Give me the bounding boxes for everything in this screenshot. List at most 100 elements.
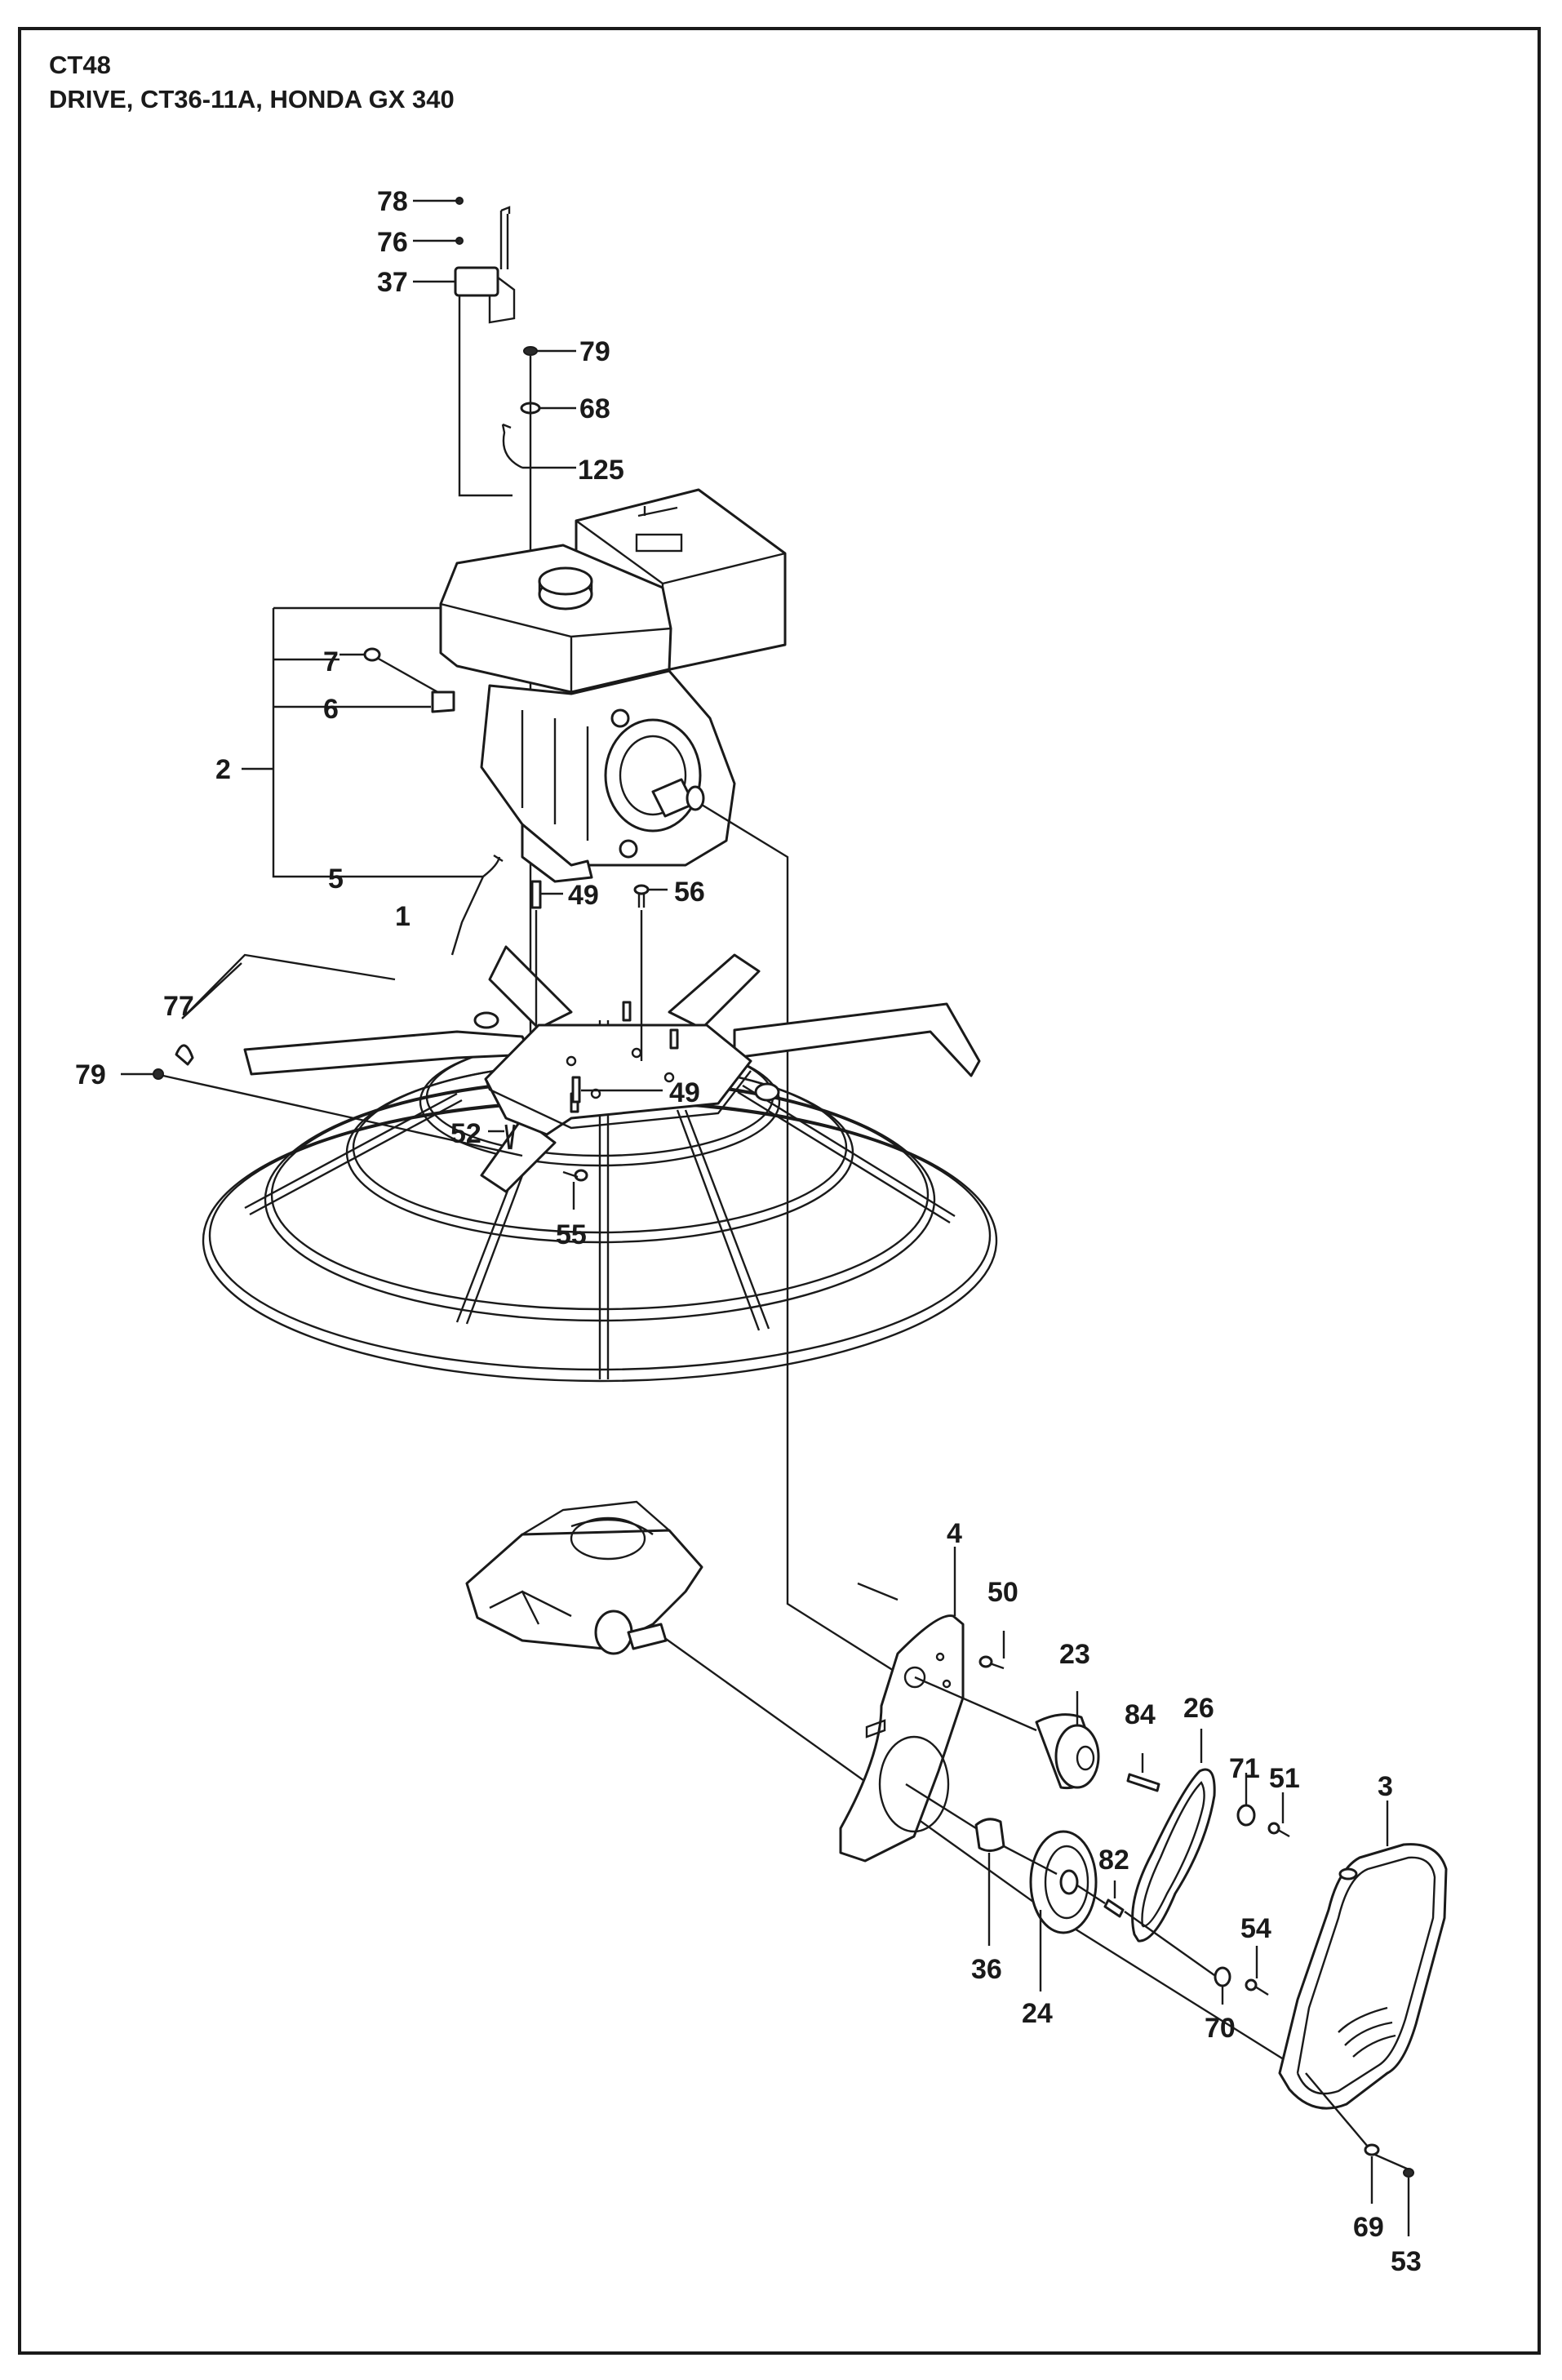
cable-125-part	[501, 423, 523, 469]
washer-70-part	[1214, 1966, 1231, 1987]
gearbox-opening	[570, 1516, 646, 1561]
airfilter-clip	[635, 533, 683, 553]
nut-79-lower-part	[153, 1068, 164, 1080]
key-82-part	[1103, 1898, 1125, 1918]
callout-79-top: 79	[579, 336, 610, 367]
engine-flange-inner	[619, 735, 687, 816]
cover-emblem	[1338, 1867, 1358, 1880]
leaders-71-51	[1245, 1773, 1285, 1823]
engine-bolt-a	[610, 708, 630, 728]
switch-assembly	[413, 197, 516, 497]
arm-left	[243, 1030, 532, 1076]
cage-hardware	[121, 880, 668, 1210]
callout-7: 7	[323, 646, 339, 677]
pin-b	[669, 1028, 679, 1050]
spider-plate-part	[484, 1023, 752, 1136]
leader-4	[857, 1547, 956, 1616]
callout-82: 82	[1098, 1845, 1129, 1876]
airfilter-latch	[637, 506, 678, 517]
pin-49-upper-part	[530, 880, 542, 909]
spider-plate-edge	[484, 1070, 752, 1130]
key-84-part	[1126, 1773, 1160, 1792]
engine-bolt-b	[619, 839, 638, 859]
callout-5: 5	[328, 864, 344, 895]
washer-71-part	[1236, 1804, 1256, 1827]
callout-49-upper: 49	[568, 880, 599, 911]
callout-4: 4	[947, 1518, 962, 1549]
cover-vents	[1338, 2006, 1396, 2058]
callout-24: 24	[1022, 1998, 1053, 2029]
bolt-50-leader	[989, 1631, 1005, 1670]
callout-36: 36	[971, 1954, 1002, 1985]
callout-71: 71	[1229, 1753, 1260, 1784]
engine-fuel-tank-part	[439, 544, 672, 694]
callout-1: 1	[395, 901, 410, 932]
callout-2: 2	[215, 754, 231, 785]
bolt-51-shaft	[1277, 1828, 1290, 1838]
belt-cover	[1278, 1801, 1448, 2236]
plate-slot	[865, 1719, 886, 1738]
bolt-7-shaft	[376, 656, 442, 695]
callout-3: 3	[1378, 1771, 1393, 1802]
clip-77-part	[175, 1044, 194, 1066]
leader-82	[1076, 1880, 1116, 1905]
nut-79-part	[523, 346, 538, 356]
callout-51: 51	[1269, 1763, 1300, 1794]
bolt-51-head	[1267, 1822, 1280, 1835]
switch-bracket-part	[488, 277, 516, 324]
fuel-tank-edges	[440, 602, 672, 692]
spoke-front-right	[676, 1109, 770, 1331]
callout-70: 70	[1205, 2013, 1236, 2044]
gearbox	[465, 1500, 1307, 2075]
leader-77	[181, 953, 396, 1019]
callout-50: 50	[987, 1577, 1018, 1608]
callout-54: 54	[1240, 1913, 1271, 1944]
engine-fins	[521, 710, 589, 841]
pulley-23-hub	[1076, 1745, 1095, 1771]
leader-switch-down	[458, 295, 513, 497]
fuel-cap-top	[538, 566, 593, 596]
spacer-36-part	[974, 1818, 1005, 1852]
callout-37: 37	[377, 267, 408, 298]
callout-76: 76	[377, 227, 408, 258]
leader-36	[905, 1783, 991, 1946]
drive-plate	[839, 1547, 1290, 2005]
bolt-55-shaft	[562, 1170, 579, 1179]
diagram-model-title: CT48	[49, 51, 111, 79]
ball-joint-left	[473, 1011, 499, 1029]
callout-84: 84	[1125, 1699, 1156, 1730]
plate-bore	[903, 1666, 926, 1689]
crankshaft-end	[686, 785, 705, 811]
callout-77: 77	[163, 991, 194, 1022]
pin-a	[622, 1001, 632, 1022]
pulley-24-groove	[1044, 1845, 1089, 1920]
bolt-52-part	[504, 1124, 516, 1150]
spoke-right	[737, 1084, 956, 1224]
callout-69: 69	[1353, 2212, 1384, 2243]
washer-69-part	[1364, 2143, 1380, 2156]
arm-back-right	[668, 953, 761, 1030]
ball-joint-right	[754, 1082, 780, 1102]
leader-23	[914, 1676, 1079, 1732]
leader-56	[640, 888, 668, 1061]
leader-24	[1003, 1845, 1058, 1991]
belt-cover-inner	[1296, 1856, 1436, 2095]
plate-cutout	[878, 1735, 950, 1833]
plate-hole-b	[942, 1679, 952, 1689]
bolt-56-head	[633, 884, 650, 895]
bolt-56-part	[637, 893, 646, 908]
callout-53: 53	[1391, 2246, 1422, 2277]
gearbox-seal	[594, 1610, 633, 1655]
pin-49-lower-part	[571, 1076, 581, 1103]
leader-79-lower	[121, 1072, 523, 1157]
plate-hole-a	[935, 1652, 945, 1662]
leaders-7-6	[339, 653, 431, 708]
belt-26-inner	[1141, 1781, 1205, 1928]
callout-52: 52	[450, 1118, 481, 1149]
leaders-top-left	[413, 199, 459, 283]
trowel-ring	[202, 945, 998, 1383]
drive-plate-part	[839, 1614, 965, 1863]
callout-55: 55	[556, 1219, 587, 1250]
gearbox-input-shaft	[627, 1623, 668, 1650]
